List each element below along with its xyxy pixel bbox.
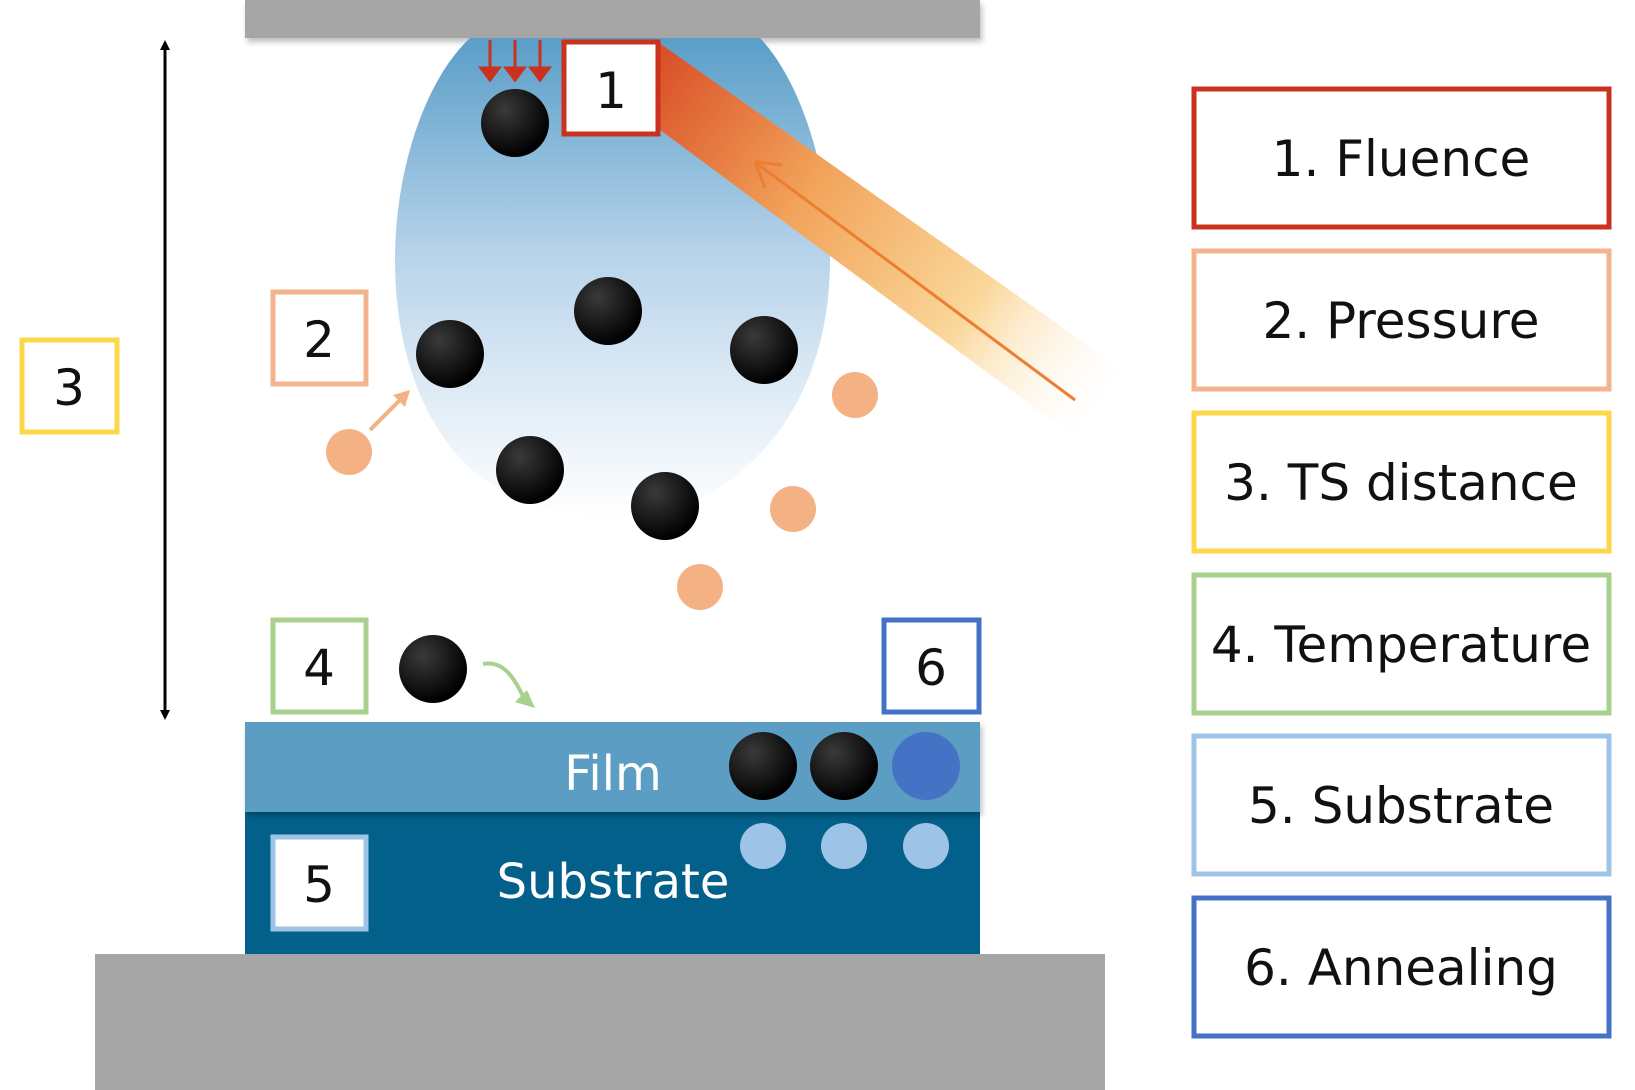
film-label: Film [564, 746, 662, 802]
legend-item-ts-distance: 3. TS distance [1191, 410, 1612, 554]
svg-text:2: 2 [303, 311, 335, 369]
svg-text:4: 4 [303, 639, 335, 697]
laser-direction-arrow [754, 160, 1076, 402]
gas-atoms [326, 372, 878, 610]
particle [481, 89, 549, 157]
laser-arrow-head [753, 160, 783, 189]
gas-atom [326, 429, 372, 475]
svg-text:3: 3 [53, 359, 85, 417]
gas-atom [770, 486, 816, 532]
laser-beam [640, 40, 1130, 445]
marker-4: 4 [270, 617, 369, 715]
legend-item-temperature: 4. Temperature [1191, 572, 1612, 716]
svg-text:2. Pressure: 2. Pressure [1262, 292, 1539, 350]
marker-6: 6 [881, 617, 982, 715]
marker-2: 2 [270, 289, 369, 387]
temperature-arrow [482, 661, 527, 701]
gas-atom [677, 564, 723, 610]
film-particle [729, 732, 797, 800]
particle [730, 316, 798, 384]
gas-atom [832, 372, 878, 418]
svg-text:6: 6 [915, 639, 947, 697]
particle [416, 320, 484, 388]
film-particle [810, 732, 878, 800]
particle [399, 635, 467, 703]
svg-text:5: 5 [303, 856, 335, 914]
marker-1: 1 [561, 39, 661, 137]
gas-arrow [368, 395, 405, 432]
fluence-arrows [478, 40, 552, 83]
annealed-particle [892, 732, 960, 800]
marker-5: 5 [270, 834, 369, 932]
gas-arrow-head [393, 390, 410, 407]
temperature-arrow-head [515, 690, 535, 708]
substrate-particle [740, 823, 786, 869]
marker-3: 3 [19, 337, 120, 435]
legend-item-annealing: 6. Annealing [1191, 895, 1612, 1039]
legend-item-fluence: 1. Fluence [1191, 86, 1612, 230]
svg-text:1. Fluence: 1. Fluence [1272, 130, 1531, 188]
target-plate [245, 0, 980, 38]
svg-text:1: 1 [595, 62, 627, 120]
svg-text:5. Substrate: 5. Substrate [1248, 777, 1554, 835]
legend: 1. Fluence 2. Pressure 3. TS distance 4.… [1191, 86, 1612, 1039]
svg-text:4. Temperature: 4. Temperature [1211, 616, 1591, 674]
substrate-particle [903, 823, 949, 869]
particle [496, 436, 564, 504]
heater-plate [95, 954, 1105, 1090]
particle [574, 277, 642, 345]
plume-particles [399, 89, 798, 703]
legend-item-substrate: 5. Substrate [1191, 733, 1612, 877]
svg-text:3. TS distance: 3. TS distance [1224, 454, 1578, 512]
particle [631, 472, 699, 540]
substrate-particle [821, 823, 867, 869]
svg-text:6. Annealing: 6. Annealing [1244, 939, 1558, 997]
legend-item-pressure: 2. Pressure [1191, 248, 1612, 392]
substrate-label: Substrate [497, 854, 730, 910]
